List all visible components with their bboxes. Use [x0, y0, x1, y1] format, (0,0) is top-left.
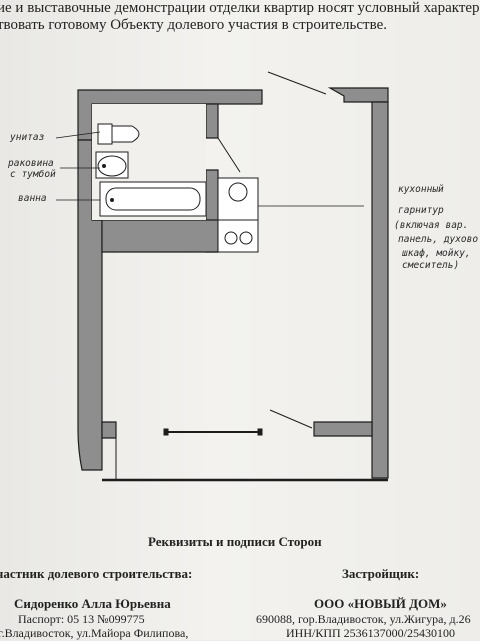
- sink-basin: [97, 155, 127, 177]
- stove-burner-left: [224, 231, 238, 245]
- entrance-door-leaf: [267, 71, 327, 95]
- developer-heading: Застройщик:: [342, 566, 420, 581]
- wall-bathroom-bottom: [92, 219, 219, 253]
- label-kitchen-line3: (включая вар.: [394, 220, 468, 231]
- label-sink-line1: раковина: [7, 158, 54, 169]
- label-kitchen-line5: шкаф, мойку,: [402, 248, 471, 259]
- wall-partition-stub: [205, 103, 219, 139]
- wall-bottom-left-stub: [101, 421, 117, 439]
- wall-right-lower: [313, 421, 373, 437]
- kitchen-sink-basin: [228, 182, 248, 202]
- label-kitchen-line6: смеситель): [402, 260, 459, 271]
- label-sink-line2: с тумбой: [10, 169, 56, 180]
- balcony-window: [102, 428, 388, 482]
- bathtub-drain: [110, 198, 114, 202]
- apartment-floor-plan: унитаз раковина с тумбой ванна кухонный …: [7, 71, 478, 482]
- leader-lines: [55, 131, 364, 207]
- stove-burner-right: [239, 231, 253, 245]
- intro-text-line-2: твовать готовому Объекту долевого участи…: [0, 17, 387, 33]
- developer-company: ООО «НОВЫЙ ДОМ»: [314, 596, 447, 611]
- label-kitchen-line1: кухонный: [398, 184, 444, 195]
- participant-passport: Паспорт: 05 13 №099775: [18, 612, 145, 626]
- developer-address: 690088, гор.Владивосток, ул.Жигура, д.26: [256, 612, 471, 626]
- bathtub-fixture: [99, 181, 207, 217]
- participant-name: Сидоренко Алла Юрьевна: [14, 596, 171, 611]
- developer-inn: ИНН/КПП 2536137000/25430100: [286, 626, 456, 640]
- label-bath: ванна: [18, 193, 47, 204]
- intro-text-line-1: ие и выставочные демонстрации отделки кв…: [0, 0, 480, 16]
- window-end-right: [257, 428, 263, 436]
- wall-top-right: [327, 87, 389, 103]
- label-kitchen-line4: панель, духово: [398, 234, 478, 245]
- bathroom-door-leaf: [217, 137, 241, 173]
- label-toilet: унитаз: [9, 132, 45, 143]
- participant-heading: частник долевого строительства:: [0, 566, 193, 581]
- balcony-door-leaf: [269, 409, 313, 429]
- sink-drain: [102, 164, 106, 168]
- label-kitchen-line2: гарнитур: [398, 205, 444, 216]
- toilet-bowl: [111, 125, 140, 143]
- participant-address: г.Владивосток, ул.Майора Филипова,: [0, 626, 189, 640]
- doors: [217, 71, 327, 429]
- bathtub-inner: [105, 187, 201, 211]
- wall-right: [371, 101, 389, 479]
- toilet-fixture: [97, 123, 140, 145]
- leader-toilet: [55, 131, 101, 139]
- kitchen-set-fixture: [217, 177, 259, 253]
- toilet-tank: [97, 123, 113, 145]
- window-end-left: [163, 428, 169, 436]
- walls: [77, 87, 389, 479]
- bathroom-sink-fixture: [95, 151, 129, 179]
- requisites-title: Реквизиты и подписи Сторон: [148, 534, 322, 549]
